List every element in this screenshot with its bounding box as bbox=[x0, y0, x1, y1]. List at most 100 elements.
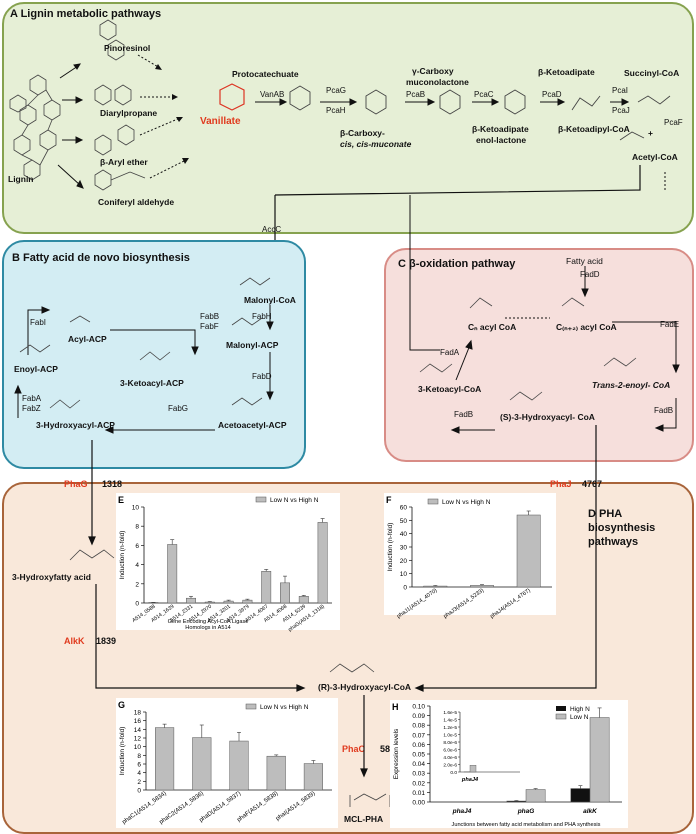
inset-y-tick-label: 4.0e-6 bbox=[443, 755, 457, 761]
y-tick-label: 2 bbox=[137, 779, 141, 786]
y-tick-label: 50 bbox=[400, 518, 408, 525]
y-tick-label: 18 bbox=[134, 710, 142, 717]
y-tick-label: 0.04 bbox=[412, 761, 425, 768]
panel-b-fatty-acid bbox=[2, 240, 306, 469]
x-tick-label: alkK bbox=[583, 808, 598, 815]
malonyl-acp-label: Malonyl-ACP bbox=[226, 340, 279, 350]
succinyl-label: Succinyl-CoA bbox=[624, 68, 680, 78]
fada-label: FadA bbox=[440, 348, 460, 357]
lignin-label: Lignin bbox=[8, 174, 34, 184]
y-tick-label: 0.03 bbox=[412, 771, 425, 778]
legend-label-low: Low N bbox=[570, 714, 589, 721]
x-tick-label: phaG(A514_1318) bbox=[287, 604, 326, 634]
enol-lactone-label-2: enol-lactone bbox=[476, 135, 527, 145]
legend-swatch bbox=[255, 496, 267, 503]
enoyl-acp-label: Enoyl-ACP bbox=[14, 364, 58, 374]
legend-label: Low N vs High N bbox=[270, 497, 319, 504]
y-tick-label: 2 bbox=[135, 581, 139, 588]
pcai-label: PcaI bbox=[612, 86, 629, 95]
pcaj-label: PcaJ bbox=[612, 106, 630, 115]
y-tick-label: 0.10 bbox=[412, 704, 425, 711]
pcad-label: PcaD bbox=[542, 90, 562, 99]
fabg-label: FabG bbox=[168, 404, 189, 413]
ketoacyl-acp-label: 3-Ketoacyl-ACP bbox=[120, 378, 184, 388]
ketoadipate-label: β-Ketoadipate bbox=[538, 67, 595, 77]
alkk-id: 1839 bbox=[96, 636, 117, 646]
bar bbox=[192, 737, 212, 791]
y-tick-label: 8 bbox=[137, 753, 141, 760]
fabd-label: FabD bbox=[252, 372, 272, 381]
fabz-label: FabZ bbox=[22, 404, 41, 413]
alkk-label: AlkK bbox=[64, 636, 85, 646]
inset-y-tick-label: 1.6e-5 bbox=[443, 710, 457, 716]
coniferyl-label: Coniferyl aldehyde bbox=[98, 197, 175, 207]
fadb-label-1: FadB bbox=[654, 406, 674, 415]
aryl-ether-label: β-Aryl ether bbox=[100, 157, 148, 167]
diarylpropane-label: Diarylpropane bbox=[100, 108, 158, 118]
panel-c-title: C β-oxidation pathway bbox=[398, 258, 516, 270]
phag-id: 1318 bbox=[102, 479, 123, 489]
faba-label: FabA bbox=[22, 394, 42, 403]
fabf-label: FabF bbox=[200, 322, 219, 331]
legend-swatch bbox=[427, 498, 439, 505]
bar bbox=[303, 763, 323, 791]
bar bbox=[242, 599, 253, 604]
panel-letter: E bbox=[118, 495, 124, 505]
phac-label: PhaC bbox=[342, 744, 366, 754]
fadb-label-2: FadB bbox=[454, 410, 474, 419]
fabh-label: FabH bbox=[252, 312, 272, 321]
acetoacetyl-acp-label: Acetoacetyl-ACP bbox=[218, 420, 287, 430]
bar bbox=[525, 789, 546, 803]
bar bbox=[506, 800, 527, 803]
bar bbox=[423, 585, 448, 588]
acyl-acp-label: Acyl-ACP bbox=[68, 334, 107, 344]
inset-x-tick-label: phaJ4 bbox=[461, 777, 479, 783]
panel-letter: H bbox=[392, 702, 399, 712]
panel-b-title: B Fatty acid de novo biosynthesis bbox=[12, 252, 190, 264]
bar bbox=[516, 514, 541, 588]
bar bbox=[155, 727, 175, 791]
bar bbox=[261, 571, 272, 604]
phag-label: PhaG bbox=[64, 479, 88, 489]
legend-label-high: High N bbox=[570, 706, 590, 713]
plus-label: + bbox=[648, 128, 653, 138]
hydroxyacyl-acp-label: 3-Hydroxyacyl-ACP bbox=[36, 420, 115, 430]
acetyl-label: Acetyl-CoA bbox=[632, 152, 678, 162]
panel-d-title-3: pathways bbox=[588, 536, 639, 548]
y-tick-label: 10 bbox=[134, 744, 142, 751]
pcab-label: PcaB bbox=[406, 90, 426, 99]
panel-d-title-2: biosynthesis bbox=[588, 522, 656, 534]
phaj-id: 4767 bbox=[582, 479, 603, 489]
y-tick-label: 60 bbox=[400, 505, 408, 512]
y-tick-label: 4 bbox=[135, 562, 139, 569]
pcaf-label: PcaF bbox=[664, 118, 683, 127]
fabb-label: FabB bbox=[200, 312, 220, 321]
fadd-label: FadD bbox=[580, 270, 600, 279]
pcah-label: PcaH bbox=[326, 106, 346, 115]
x-axis-label-2: Homologs in A514 bbox=[185, 625, 230, 631]
y-axis-label: Expression levels bbox=[393, 728, 400, 779]
x-tick-label: phaF(A514_5838) bbox=[236, 791, 279, 824]
x-tick-label: phaJ4 bbox=[452, 808, 472, 815]
inset-y-tick-label: 1.4e-5 bbox=[443, 718, 457, 724]
protocatechuate-label: Protocatechuate bbox=[232, 69, 299, 79]
legend-label: Low N vs High N bbox=[442, 499, 491, 506]
x-axis-label: Gene Encoding Acyl-CoA Ligase bbox=[168, 619, 249, 625]
ketoacyl-coa-label: 3-Ketoacyl-CoA bbox=[418, 384, 482, 394]
y-tick-label: 12 bbox=[134, 736, 142, 743]
y-tick-label: 0.06 bbox=[412, 742, 425, 749]
carboxy-lactone-label-2: muconolactone bbox=[406, 77, 469, 87]
pcac-label: PcaC bbox=[474, 90, 494, 99]
panel-letter: F bbox=[386, 495, 392, 505]
hydroxyfatty-label: 3-Hydroxyfatty acid bbox=[12, 572, 91, 582]
cn2-acyl-label: C₍ₙ₊₂₎ acyl CoA bbox=[556, 322, 617, 332]
mcl-pha-label: MCL-PHA bbox=[344, 814, 384, 824]
fabi-label: FabI bbox=[30, 318, 47, 327]
y-tick-label: 10 bbox=[132, 505, 140, 512]
bar bbox=[266, 755, 286, 791]
carboxy-muconate-label-2: cis, cis-muconate bbox=[340, 139, 412, 149]
